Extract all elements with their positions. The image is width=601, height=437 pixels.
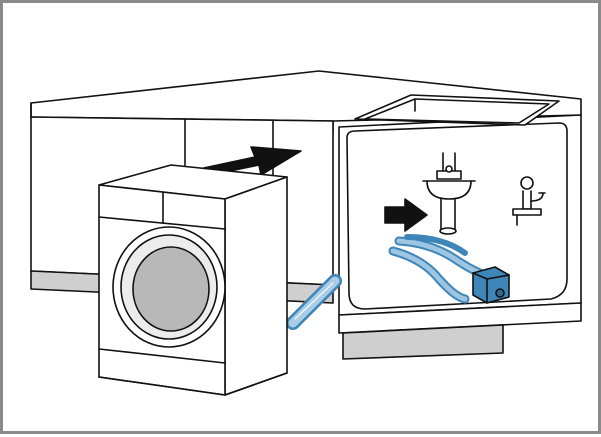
washing-machine	[99, 165, 287, 395]
porthole-door	[113, 227, 225, 347]
installation-illustration	[3, 3, 601, 437]
sink-cabinet	[339, 115, 581, 359]
aquastop-valve-box	[473, 267, 509, 303]
